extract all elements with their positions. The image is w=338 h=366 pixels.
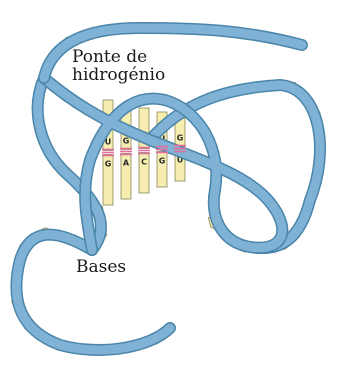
svg-text:G: G [159, 157, 166, 166]
svg-text:C: C [141, 158, 147, 167]
svg-text:G: G [177, 134, 184, 143]
svg-text:G: G [105, 160, 112, 169]
svg-text:G: G [123, 137, 130, 146]
hydrogen-bond-label: Ponte de hidrogénio [72, 49, 165, 85]
bases-label: Bases [76, 259, 126, 277]
hydrogen-bond-label-line-2: hidrogénio [72, 67, 165, 85]
backbone-layer [16, 28, 320, 350]
svg-text:A: A [123, 159, 130, 168]
bases-layer: GGUAAGCGACCUGAAGAUACCUGAAGACGACUAGUCGGAU… [10, 22, 326, 355]
